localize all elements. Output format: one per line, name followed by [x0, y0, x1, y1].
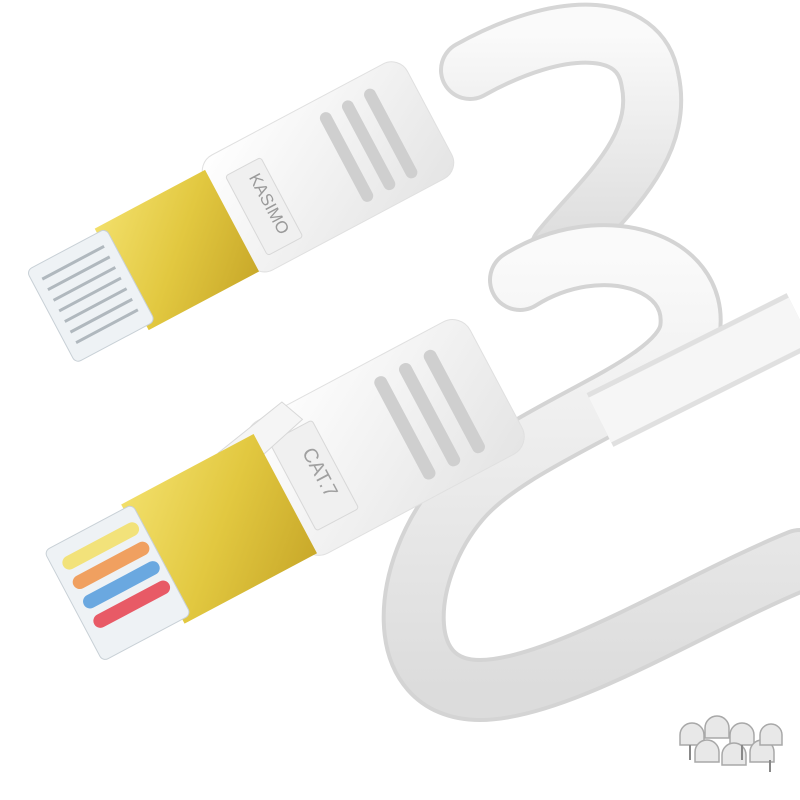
bottom-connector: CAT.7 — [45, 319, 525, 660]
colored-wires — [62, 522, 171, 628]
flat-cable — [381, 2, 800, 723]
boot-grooves-icon — [319, 88, 418, 202]
cable-clips — [679, 715, 783, 772]
boot-grooves-icon — [374, 349, 485, 480]
top-connector: KASIMO — [28, 61, 455, 362]
